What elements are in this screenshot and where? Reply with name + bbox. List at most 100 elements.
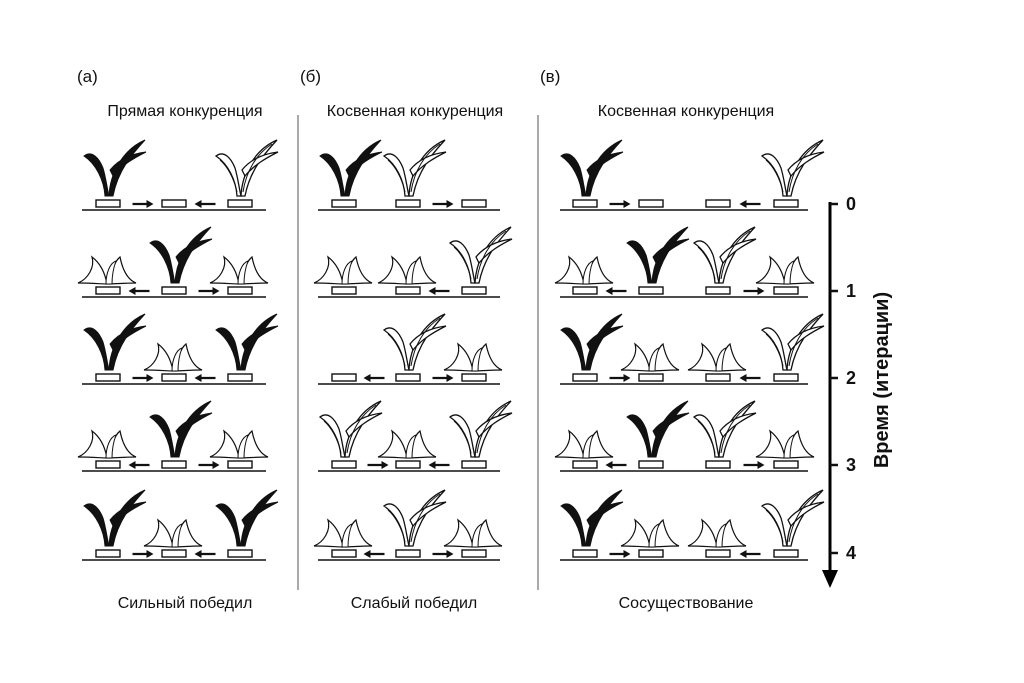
- panel-2-row-0: [560, 139, 825, 211]
- panel-c-outcome: Сосуществование: [619, 595, 754, 612]
- panel-1-row-3-slot-2-plant-leaf-2: [475, 412, 513, 439]
- panel-1-row-2-slot-1-plant-vein-1: [410, 317, 441, 367]
- panel-2-row-4: [560, 489, 825, 561]
- panel-2-row-3-slot-0-plant-wilted: [554, 429, 614, 459]
- panel-2-row-1-slot-0-wilted-leaf-mid: [582, 260, 594, 285]
- panel-0-row-2-arrow-head: [194, 374, 202, 382]
- panel-2-row-2: [560, 313, 825, 385]
- panel-a-letter: (а): [77, 67, 98, 86]
- panel-2-row-1-slot-1-plant-large: [626, 226, 690, 284]
- panel-1-row-2-slot-2-wilted-leaf-left: [443, 342, 474, 372]
- panel-1-row-4-arrow-head: [363, 550, 371, 558]
- panel-2-row-0-arrow-head: [739, 200, 747, 208]
- panel-1-row-0-arrow-right: [432, 200, 454, 208]
- panel-2-row-4-slot-3-plant-large: [760, 489, 825, 547]
- panel-2-row-4-slot-0-pot: [572, 549, 598, 558]
- panel-0-row-0-slot-2-plant-vein-1: [242, 143, 273, 193]
- panel-1-row-3-slot-2-pot: [461, 460, 487, 469]
- panel-2-row-1-slot-2-plant-leaf-0: [692, 240, 720, 284]
- panel-0-row-3-arrow-left: [128, 461, 150, 469]
- panel-1-row-4: [313, 489, 503, 561]
- panel-2-row-0-slot-0-plant-leaf-2: [586, 151, 624, 177]
- panel-0-row-0-slot-2-plant-leaf-0: [214, 153, 242, 197]
- panel-2-row-2-slot-0-plant-leaf-0: [560, 327, 587, 371]
- panel-2-row-4-slot-3-plant-vein-1: [788, 493, 819, 543]
- panel-2-row-2-arrow-right: [609, 374, 631, 382]
- panel-0-row-4-slot-1-plant-wilted: [143, 518, 203, 548]
- panel-0-row-1-slot-1-pot: [161, 286, 187, 295]
- panel-2-row-2-slot-0-pot: [572, 373, 598, 382]
- panel-2-row-4-arrow-left: [739, 550, 761, 558]
- panel-2-row-4-slot-3-pot: [773, 549, 799, 558]
- panel-1-row-0-slot-1-plant-vein-1: [410, 143, 441, 193]
- panel-1-row-0-slot-2-pot: [461, 199, 487, 208]
- panel-1-row-3-slot-2-plant-large: [448, 400, 513, 458]
- panel-2-row-2-slot-3-plant-leaf-0: [760, 327, 788, 371]
- panel-0-row-1-arrow-head: [128, 287, 136, 295]
- panel-1-row-4-slot-1-pot: [395, 549, 421, 558]
- panel-1-row-0: [318, 139, 500, 211]
- panel-0-row-1-slot-0-wilted-leaf-left: [77, 255, 108, 285]
- panel-0-row-3: [77, 400, 269, 472]
- panel-2-row-0-slot-3-pot: [773, 199, 799, 208]
- panel-1-row-4-slot-2-wilted-leaf-mid: [471, 523, 483, 548]
- panel-0-row-1-slot-2-wilted-leaf-left: [209, 255, 240, 285]
- panel-0-row-1-slot-0-wilted-leaf-mid: [105, 260, 117, 285]
- panel-0-row-0-slot-0-plant-large: [83, 139, 147, 197]
- panel-2-row-3-arrow-head: [757, 461, 765, 469]
- panel-0-row-4-slot-0-plant-leaf-2: [109, 501, 147, 527]
- panel-0-row-2-arrow-right: [132, 374, 154, 382]
- panel-0-row-2-slot-0-plant-large: [83, 313, 147, 371]
- panel-2-row-4-arrow-right: [609, 550, 631, 558]
- panel-1-row-0-slot-1-pot: [395, 199, 421, 208]
- panel-0-row-2-slot-2-pot: [227, 373, 253, 382]
- panel-0-row-3-slot-1-plant-leaf-0: [149, 414, 176, 458]
- panel-0-row-2-slot-0-plant-leaf-0: [83, 327, 110, 371]
- panel-0-row-3-slot-0-pot: [95, 460, 121, 469]
- panel-0-row-2-arrow-head: [146, 374, 154, 382]
- panel-1-row-1-arrow-head: [428, 287, 436, 295]
- panel-1-row-1-slot-1-wilted-leaf-left: [377, 255, 408, 285]
- panel-0-row-4-slot-1-wilted-leaf-left: [143, 518, 174, 548]
- panel-2-row-1-slot-2-plant-vein-1: [720, 230, 751, 280]
- panel-2-row-0-slot-1-pot: [638, 199, 664, 208]
- panel-1-row-4-arrow-right: [432, 550, 454, 558]
- panel-0-row-3-slot-2-pot: [227, 460, 253, 469]
- panel-1-row-4-arrow-head: [446, 550, 454, 558]
- panel-1-row-4-slot-1-plant-vein-0: [387, 509, 406, 543]
- panel-1-row-3-slot-0-pot: [331, 460, 357, 469]
- panel-1-row-2: [318, 313, 503, 385]
- time-tick-label-0: 0: [846, 194, 856, 214]
- panel-2-row-0-slot-0-plant-leaf-0: [560, 153, 587, 197]
- panel-1-row-3-arrow-head: [381, 461, 389, 469]
- panel-0-row-0-slot-0-plant-leaf-0: [83, 153, 110, 197]
- panel-2-row-3-slot-3-pot: [773, 460, 799, 469]
- panel-2-row-1-slot-1-plant-leaf-0: [626, 240, 653, 284]
- panel-2-row-4-slot-1-pot: [638, 549, 664, 558]
- panel-1-row-0-slot-1-plant-leaf-2: [409, 151, 447, 178]
- panel-1-row-1-slot-2-plant-large: [448, 226, 513, 284]
- panel-0-row-2: [82, 313, 279, 385]
- panel-1-row-4-arrow-left: [363, 550, 385, 558]
- panel-1-row-2-slot-1-pot: [395, 373, 421, 382]
- panel-1-row-0-slot-1-plant-leaf-0: [382, 153, 410, 197]
- panel-2-row-4-arrow-head: [739, 550, 747, 558]
- panel-1-row-3-arrow-left: [428, 461, 450, 469]
- panel-2-row-4-slot-2-wilted-leaf-mid: [715, 523, 727, 548]
- panel-0-row-0-arrow-head: [146, 200, 154, 208]
- panel-1-row-3-slot-1-wilted-leaf-mid: [405, 434, 417, 459]
- panel-1-row-2-slot-0-pot: [331, 373, 357, 382]
- panel-2-row-2-slot-1-plant-wilted: [620, 342, 680, 372]
- panel-1-row-3: [318, 400, 513, 472]
- panel-0-row-0-slot-0-pot: [95, 199, 121, 208]
- panel-0-row-4-arrow-head: [146, 550, 154, 558]
- panel-2-row-0-slot-2-pot: [705, 199, 731, 208]
- panel-2-row-3-slot-1-plant-large: [626, 400, 690, 458]
- panel-2-row-2-arrow-head: [739, 374, 747, 382]
- panel-0-row-4-slot-1-wilted-leaf-mid: [171, 523, 183, 548]
- panel-0-row-1-slot-1-plant-leaf-2: [175, 238, 213, 264]
- panel-2-row-2-slot-2-pot: [705, 373, 731, 382]
- panel-2-row-0-arrow-left: [739, 200, 761, 208]
- panel-0-row-4-slot-0-plant-large: [83, 489, 147, 547]
